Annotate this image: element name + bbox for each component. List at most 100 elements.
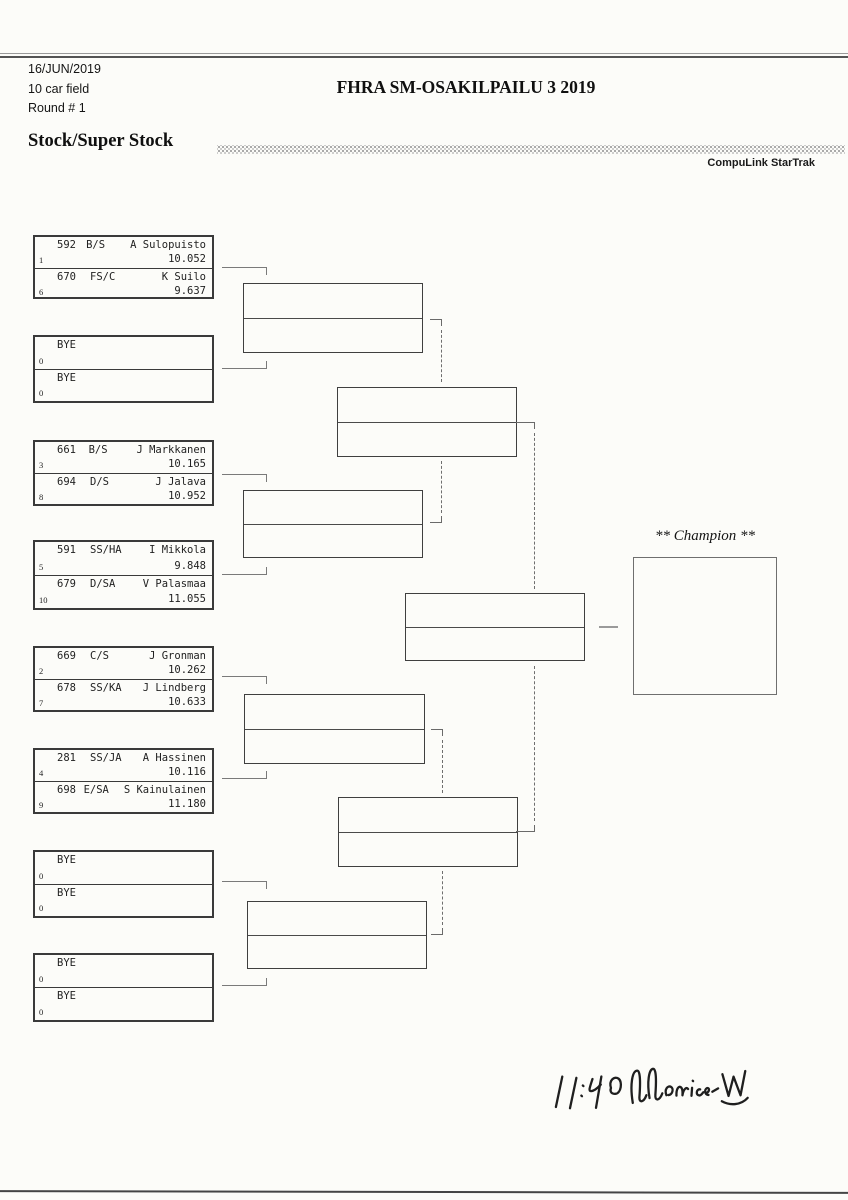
class-heading: Stock/Super Stock: [28, 131, 174, 151]
class-code: [90, 854, 140, 867]
box-divider: [248, 935, 426, 936]
car-number: 592: [57, 239, 76, 251]
seed-number: 0: [39, 388, 44, 398]
connector-dashed: [442, 740, 443, 793]
class-code: B/S: [86, 239, 106, 251]
entry-cell: BYE 0: [35, 955, 212, 987]
handwriting-stroke: [647, 1067, 664, 1101]
seed-number: 0: [39, 355, 44, 366]
entry-cell: BYE 0: [35, 852, 212, 884]
driver-name: [140, 990, 206, 1003]
elapsed-time: 10.165: [168, 458, 206, 470]
connector-line: [222, 474, 267, 482]
car-number: 679: [57, 577, 76, 590]
scan-edge-line-top-thin: [0, 53, 848, 54]
round2-box-4: [247, 901, 427, 969]
field-size: 10 car field: [28, 81, 90, 96]
car-number: 698: [57, 784, 76, 796]
handwriting-stroke: [664, 1085, 674, 1097]
bye-label: BYE: [57, 990, 76, 1002]
entry-cell: BYE 0: [35, 368, 212, 402]
entry-cell: 694 D/S J Jalava 8 10.952: [35, 473, 212, 505]
driver-name: S Kainulainen: [123, 784, 206, 796]
box-divider: [244, 524, 422, 525]
connector-elbow: [516, 825, 535, 832]
handwriting-stroke: [675, 1085, 690, 1097]
round2-box-3: [244, 694, 425, 764]
handwriting-stroke: [720, 1096, 749, 1106]
seed-number: 4: [39, 768, 44, 778]
class-code: E/SA: [83, 784, 109, 796]
car-number: 678: [57, 682, 76, 694]
connector-line: [222, 771, 267, 779]
elapsed-time: 10.633: [168, 696, 206, 708]
connector-dashed: [442, 871, 443, 925]
bye-label: BYE: [57, 339, 76, 351]
handwriting-stroke: [690, 1086, 694, 1097]
class-code: C/S: [90, 650, 109, 662]
driver-name: [140, 887, 206, 900]
elapsed-time: 10.952: [168, 490, 206, 502]
connector-elbow: [430, 516, 442, 523]
seed-number: 0: [39, 903, 44, 913]
pairing-box-2: BYE 0 BYE 0: [33, 335, 214, 403]
driver-name: V Palasmaa: [142, 577, 206, 590]
class-code: [90, 372, 140, 385]
class-code: SS/JA: [90, 752, 122, 764]
class-code: D/S: [90, 476, 109, 488]
event-date: 16/JUN/2019: [28, 62, 101, 76]
driver-name: I Mikkola: [149, 544, 206, 556]
seed-number: 10: [39, 595, 48, 605]
bye-label: BYE: [57, 957, 76, 969]
seed-number: 7: [39, 698, 44, 708]
connector-line: [222, 978, 267, 986]
box-divider: [406, 627, 584, 628]
elapsed-time: 10.262: [168, 664, 206, 676]
handwriting-stroke: [568, 1076, 578, 1110]
box-divider: [338, 422, 516, 423]
driver-name: J Jalava: [155, 476, 206, 488]
connector-line: [222, 361, 267, 369]
connector-elbow: [516, 422, 535, 429]
box-divider: [339, 832, 517, 833]
handwriting-stroke: [695, 1088, 705, 1097]
elapsed-time: 10.116: [168, 766, 206, 778]
pairing-box-7: BYE 0 BYE 0: [33, 850, 214, 918]
connector-dashed: [534, 666, 535, 821]
seed-number: 8: [39, 492, 44, 502]
event-meta: 16/JUN/2019 10 car field Round # 1: [28, 60, 101, 119]
elapsed-time: 10.052: [168, 253, 206, 265]
elapsed-time: 11.055: [168, 593, 206, 605]
class-code: FS/C: [90, 271, 116, 283]
driver-name: [140, 957, 206, 970]
elapsed-time: 9.848: [174, 559, 206, 572]
handwriting-stroke: [581, 1084, 585, 1088]
connector-dashed: [441, 461, 442, 513]
timing-system-brand: CompuLink StarTrak: [707, 157, 815, 169]
final-box: [405, 593, 585, 661]
box-divider: [245, 729, 424, 730]
connector-elbow: [430, 319, 442, 326]
car-number: 694: [57, 476, 76, 488]
connector-dashed: [534, 433, 535, 589]
seed-number: 0: [39, 974, 44, 984]
car-number: 281: [57, 752, 76, 764]
handwriting-stroke: [594, 1075, 603, 1110]
driver-name: [140, 339, 206, 352]
event-title: FHRA SM-OSAKILPAILU 3 2019: [336, 77, 596, 97]
driver-name: A Hassinen: [142, 752, 206, 764]
bye-label: BYE: [57, 371, 76, 384]
class-code: [90, 957, 140, 970]
entry-cell: 281 SS/JA A Hassinen 4 10.116: [35, 750, 212, 781]
scan-edge-line-bottom: [0, 1190, 848, 1194]
seed-number: 9: [39, 800, 44, 810]
class-code: [90, 887, 140, 900]
handwriting-stroke: [704, 1086, 711, 1097]
semifinal-box-2: [338, 797, 518, 867]
round2-box-1: [243, 283, 423, 353]
seed-number: 2: [39, 666, 44, 676]
seed-number: 5: [39, 561, 44, 572]
car-number: 591: [57, 544, 76, 556]
